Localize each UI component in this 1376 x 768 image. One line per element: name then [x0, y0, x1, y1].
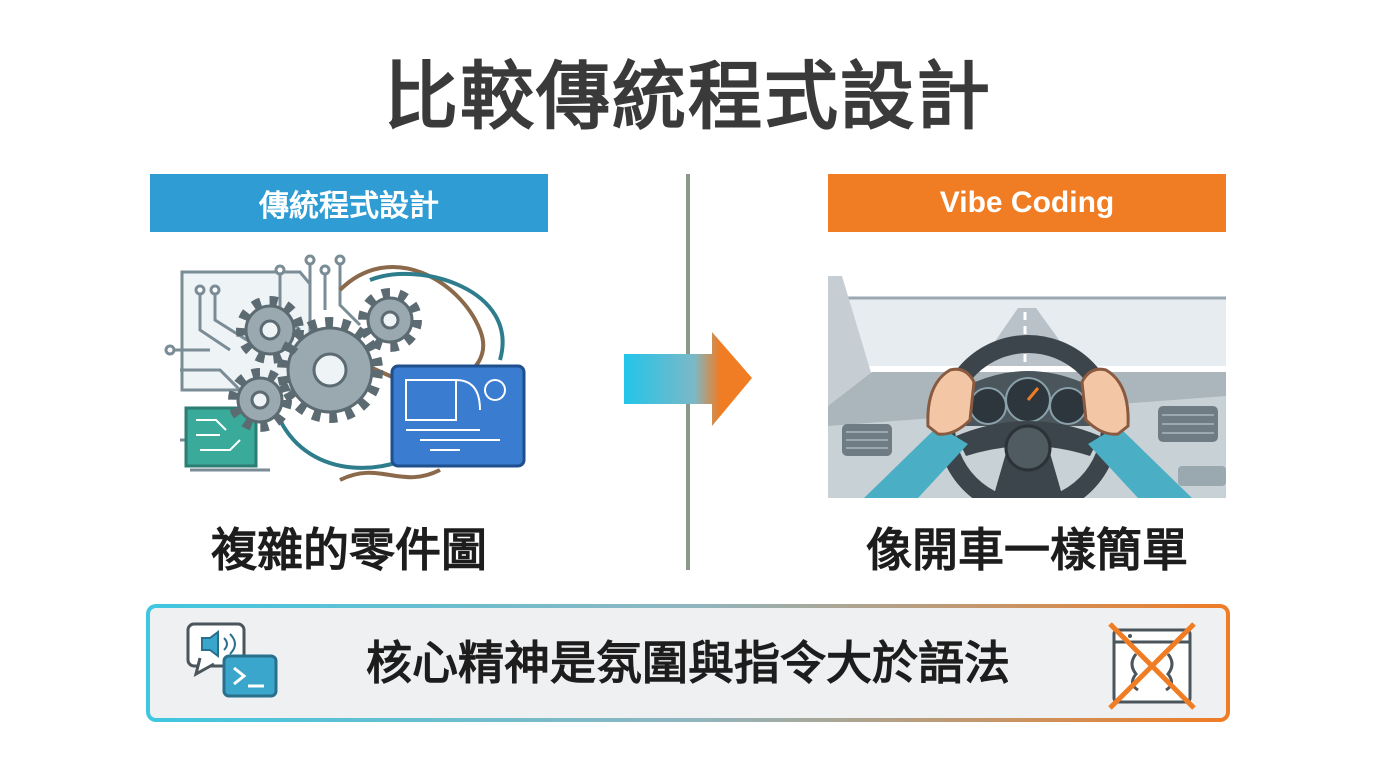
traditional-caption: 複雜的零件圖 [211, 523, 487, 577]
gradient-right-arrow-icon [624, 332, 752, 426]
page-title: 比較傳統程式設計 [384, 54, 992, 140]
vibe-coding-caption: 像開車一樣簡單 [866, 523, 1188, 577]
traditional-header: 傳統程式設計 [150, 174, 548, 232]
terminal-prompt-icon [222, 654, 278, 698]
gears-circuit-blueprint-icon [164, 254, 526, 482]
core-spirit-banner: 核心精神是氛圍與指令大於語法 [146, 604, 1230, 722]
vibe-coding-header: Vibe Coding [828, 174, 1226, 232]
banner-text: 核心精神是氛圍與指令大於語法 [366, 636, 1010, 690]
car-driving-steering-wheel-icon [828, 276, 1226, 498]
crossed-out-code-window-icon [1108, 622, 1196, 710]
